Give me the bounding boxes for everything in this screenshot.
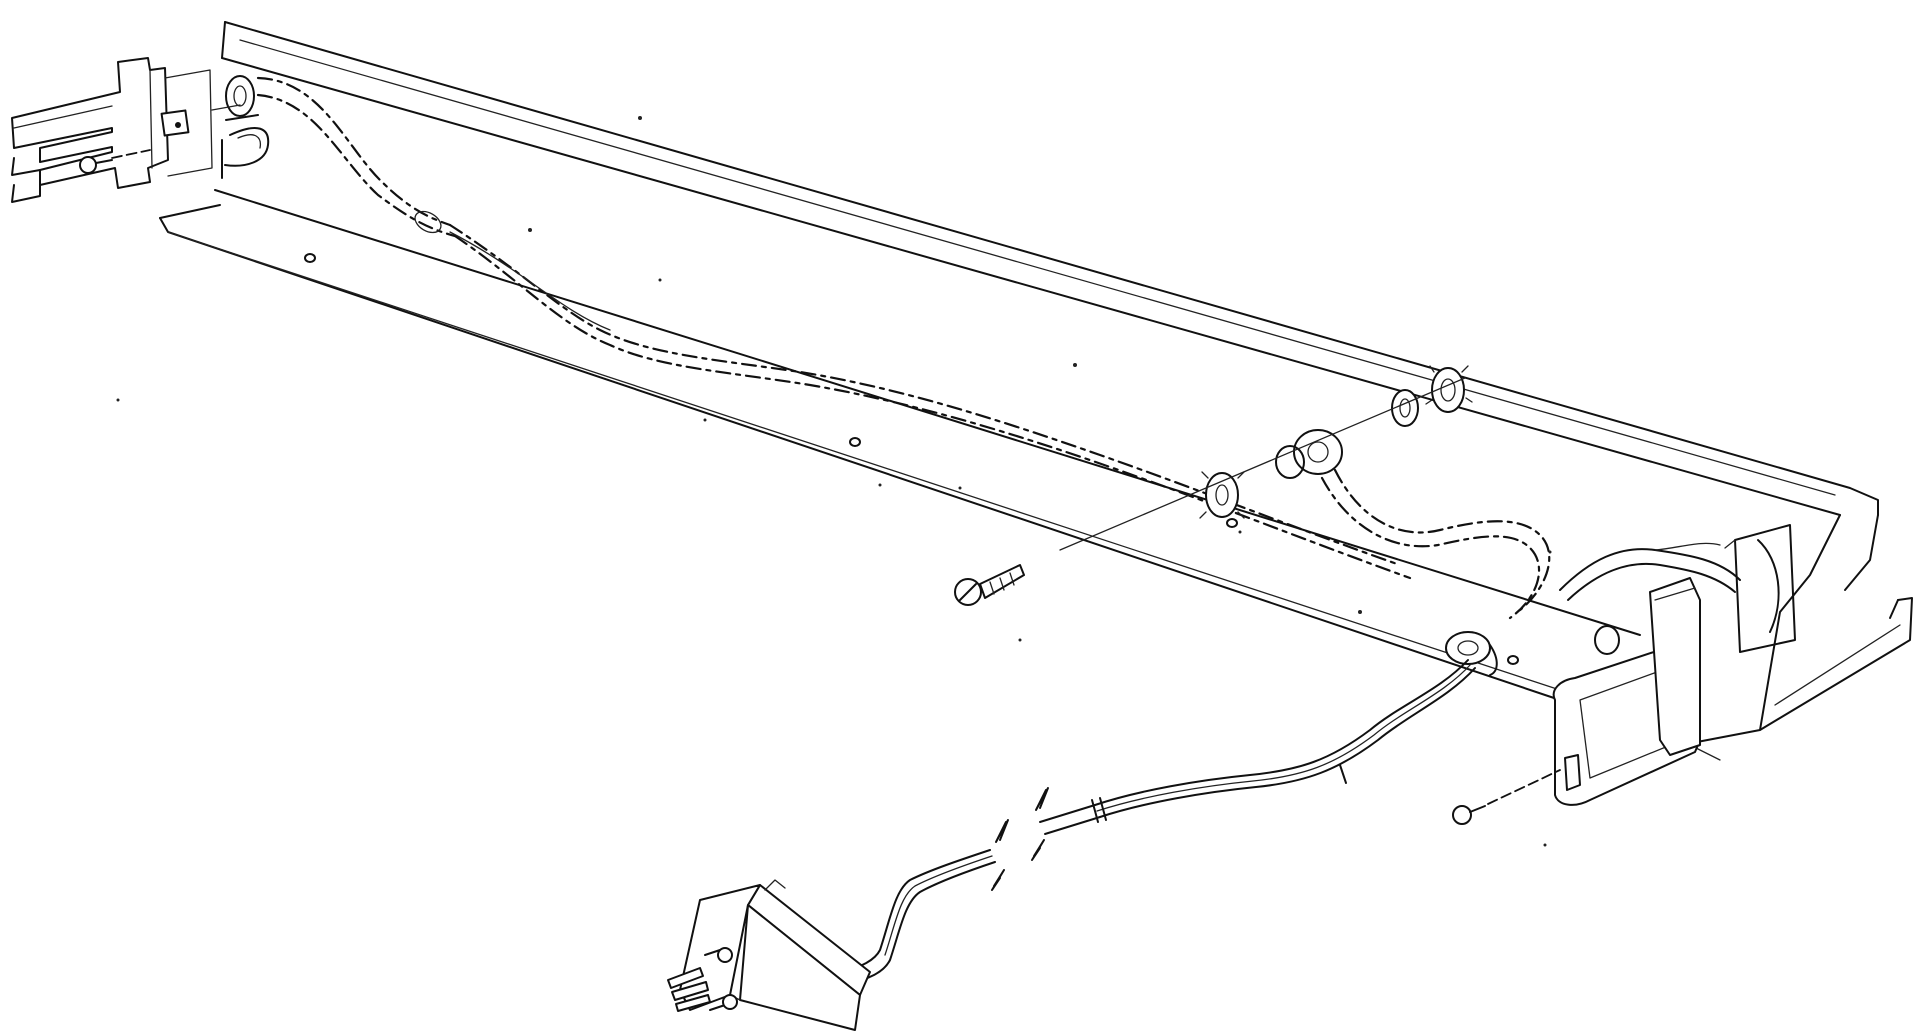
- plug-prongs: [667, 947, 738, 1012]
- star-washer-top: [1425, 365, 1473, 413]
- left-lamp-socket: [211, 75, 270, 179]
- cord-grommet: [1445, 631, 1498, 676]
- housing-channel: [159, 21, 1913, 761]
- right-bracket: [1452, 577, 1701, 825]
- star-washer-mid: [1391, 389, 1419, 427]
- left-bracket: [11, 57, 213, 203]
- mounting-parts: [304, 253, 1519, 665]
- loose-screw: [954, 564, 1025, 606]
- power-cord: [844, 659, 1476, 983]
- plug: [667, 879, 871, 1031]
- internal-wire: [256, 76, 1780, 633]
- socket-ring: [1275, 429, 1343, 479]
- scan-specks: [116, 116, 1552, 847]
- star-washer-lower: [1199, 471, 1245, 519]
- bracket-screw: [1452, 769, 1561, 825]
